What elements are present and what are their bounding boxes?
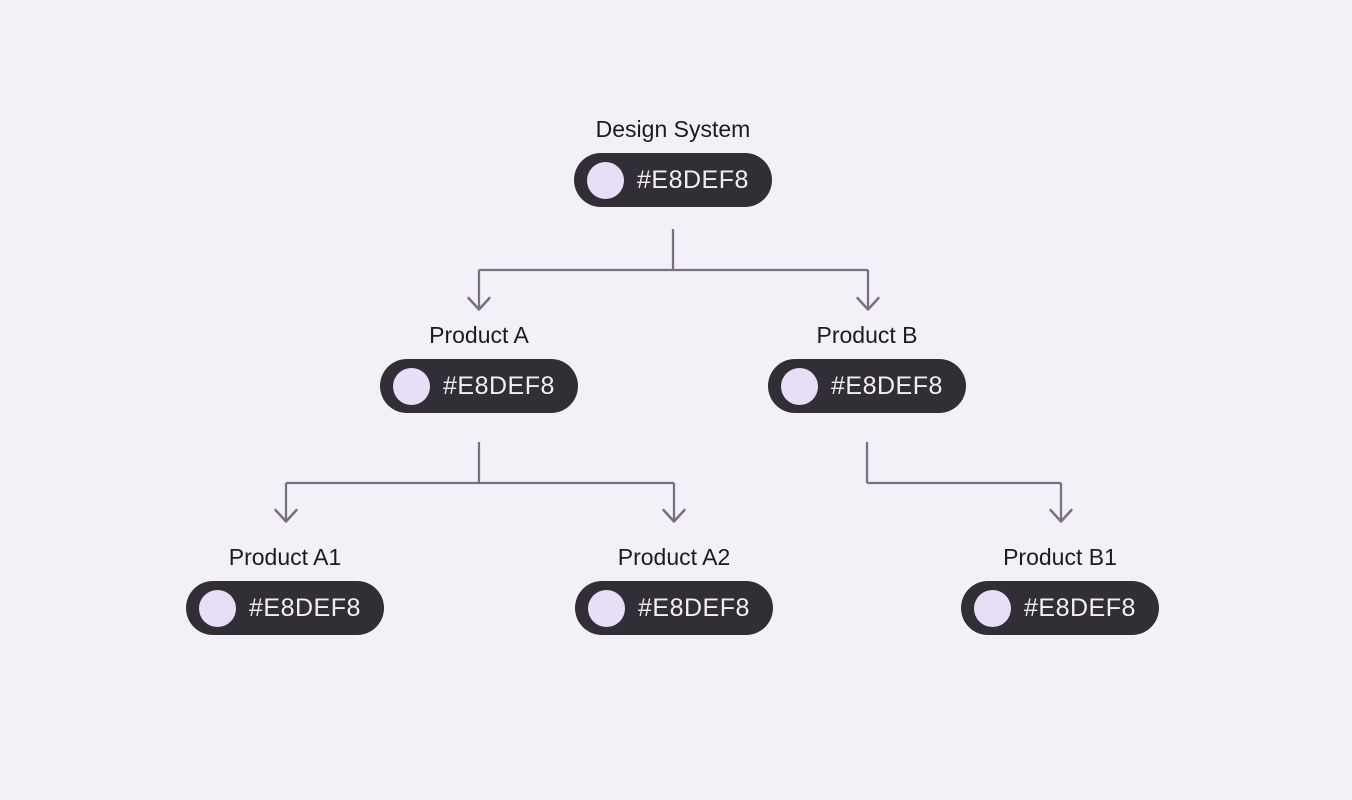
arrow-down-icon xyxy=(662,508,686,523)
node-label: Product B1 xyxy=(1003,544,1117,570)
arrow-down-icon xyxy=(467,296,491,311)
color-swatch xyxy=(199,589,236,627)
node-product-b1: Product B1 #E8DEF8 xyxy=(961,542,1159,635)
node-product-a1: Product A1 #E8DEF8 xyxy=(186,542,384,635)
node-product-a: Product A #E8DEF8 xyxy=(380,320,578,413)
node-label: Product A1 xyxy=(228,544,342,570)
node-design-system: Design System #E8DEF8 xyxy=(574,114,772,207)
color-swatch xyxy=(974,589,1011,627)
color-token-pill: #E8DEF8 xyxy=(575,581,773,635)
color-token-pill: #E8DEF8 xyxy=(380,359,578,413)
arrow-down-icon xyxy=(856,296,880,311)
color-swatch xyxy=(587,161,624,199)
token-hex-value: #E8DEF8 xyxy=(637,165,749,194)
color-swatch xyxy=(588,589,625,627)
color-token-pill: #E8DEF8 xyxy=(186,581,384,635)
connector-product-b-to-children xyxy=(865,442,1073,523)
token-hex-value: #E8DEF8 xyxy=(638,593,750,622)
node-label: Design System xyxy=(595,116,751,142)
token-hex-value: #E8DEF8 xyxy=(1024,593,1136,622)
color-token-pill: #E8DEF8 xyxy=(768,359,966,413)
token-hex-value: #E8DEF8 xyxy=(443,371,555,400)
node-product-b: Product B #E8DEF8 xyxy=(768,320,966,413)
arrow-down-icon xyxy=(1049,508,1073,523)
color-swatch xyxy=(781,367,818,405)
color-swatch xyxy=(393,367,430,405)
node-label: Product B xyxy=(816,322,918,348)
connector-root-to-products xyxy=(467,229,880,311)
token-hex-value: #E8DEF8 xyxy=(831,371,943,400)
token-hex-value: #E8DEF8 xyxy=(249,593,361,622)
node-label: Product A xyxy=(429,322,529,348)
arrow-down-icon xyxy=(274,508,298,523)
connector-product-a-to-children xyxy=(274,442,686,523)
color-token-pill: #E8DEF8 xyxy=(574,153,772,207)
node-product-a2: Product A2 #E8DEF8 xyxy=(575,542,773,635)
node-label: Product A2 xyxy=(617,544,731,570)
color-token-pill: #E8DEF8 xyxy=(961,581,1159,635)
